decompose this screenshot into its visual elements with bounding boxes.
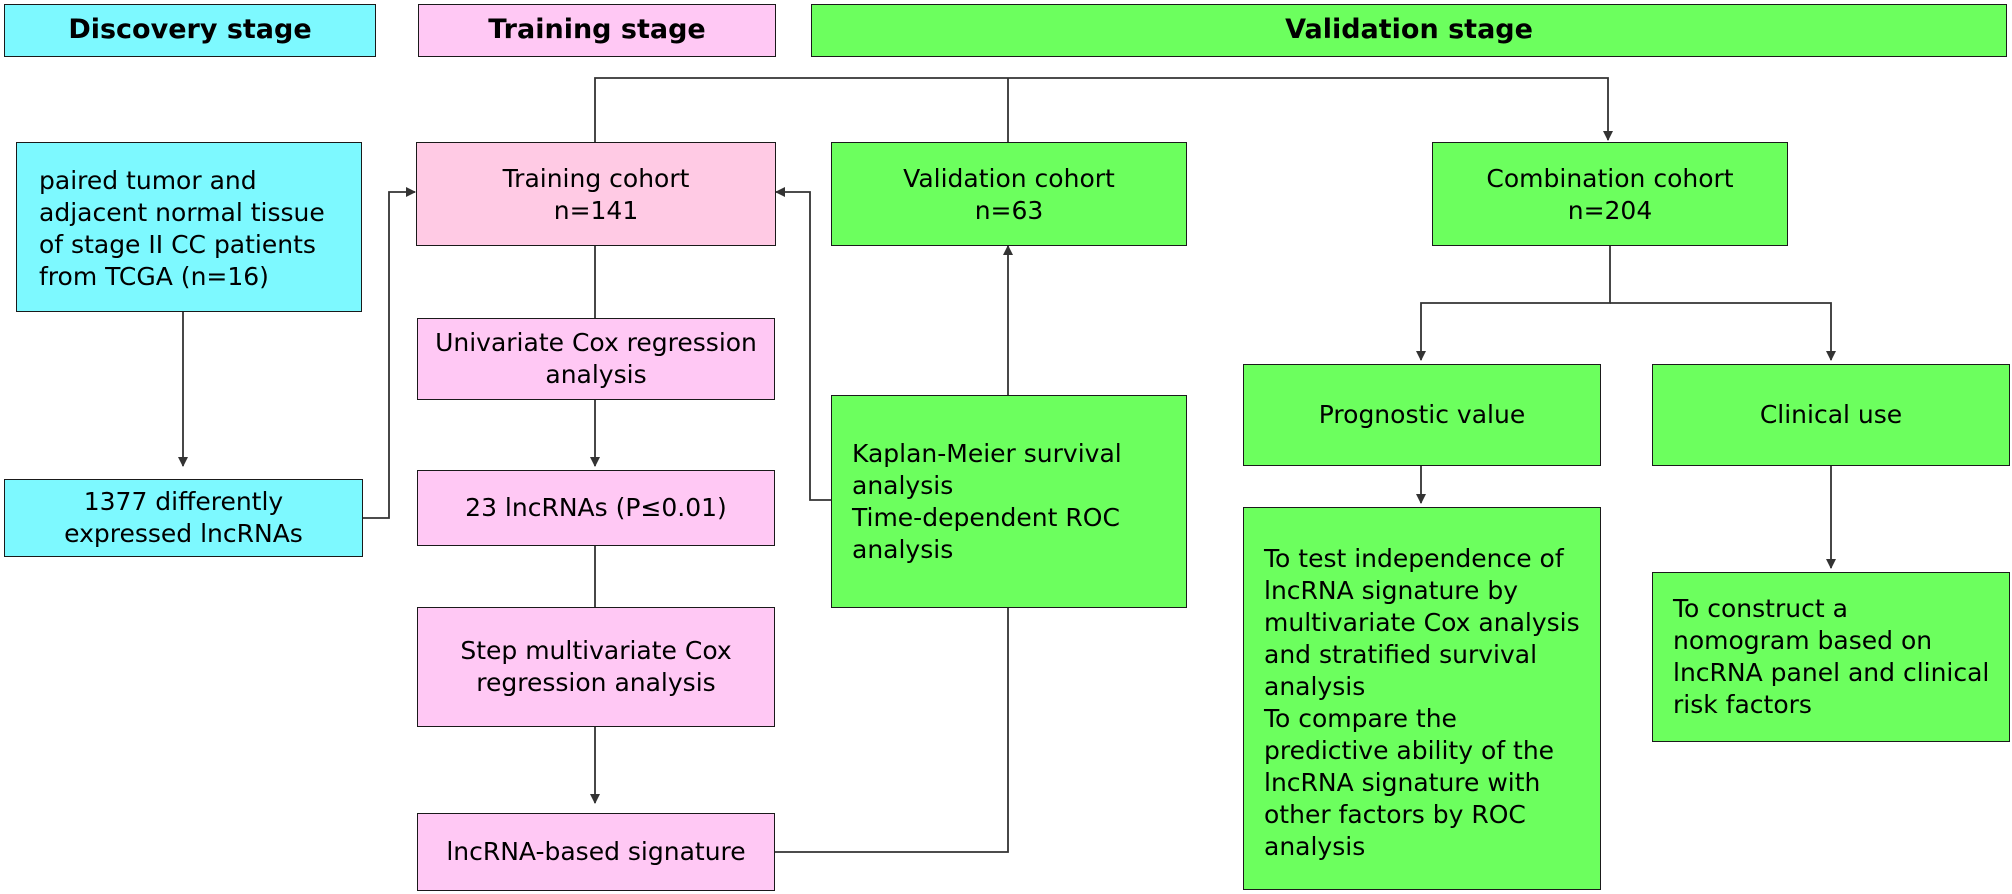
arrow-degs-to-training [363, 187, 416, 519]
arrow-top-to-combination [594, 77, 1613, 142]
prognostic-detail-box: To test independence of lncRNA signature… [1243, 507, 1601, 890]
header-training-stage: Training stage [418, 4, 776, 57]
univariate-cox-box: Univariate Cox regression analysis [417, 318, 775, 400]
clinical-detail-box: To construct a nomogram based on lncRNA … [1652, 572, 2010, 742]
arrow-combination-to-clinical [1610, 302, 1836, 361]
training-cohort-box: Training cohort n=141 [416, 142, 776, 246]
header-validation-stage: Validation stage [811, 4, 2007, 57]
arrow-combination-to-prognostic [1416, 246, 1611, 361]
prognostic-value-box: Prognostic value [1243, 364, 1601, 466]
tcga-samples-box: paired tumor and adjacent normal tissue … [16, 142, 362, 312]
km-roc-analysis-box: Kaplan-Meier survival analysis Time-depe… [831, 395, 1187, 608]
combination-cohort-box: Combination cohort n=204 [1432, 142, 1788, 246]
lncrna-signature-box: lncRNA-based signature [417, 813, 775, 891]
differentially-expressed-lncrnas-box: 1377 differently expressed lncRNAs [4, 479, 363, 557]
multivariate-cox-box: Step multivariate Cox regression analysi… [417, 607, 775, 727]
validation-cohort-box: Validation cohort n=63 [831, 142, 1187, 246]
arrow-km-to-training [775, 187, 831, 501]
line-signature-up [775, 608, 1009, 853]
clinical-use-box: Clinical use [1652, 364, 2010, 466]
header-discovery-stage: Discovery stage [4, 4, 376, 57]
selected-lncrnas-box: 23 lncRNAs (P≤0.01) [417, 470, 775, 546]
